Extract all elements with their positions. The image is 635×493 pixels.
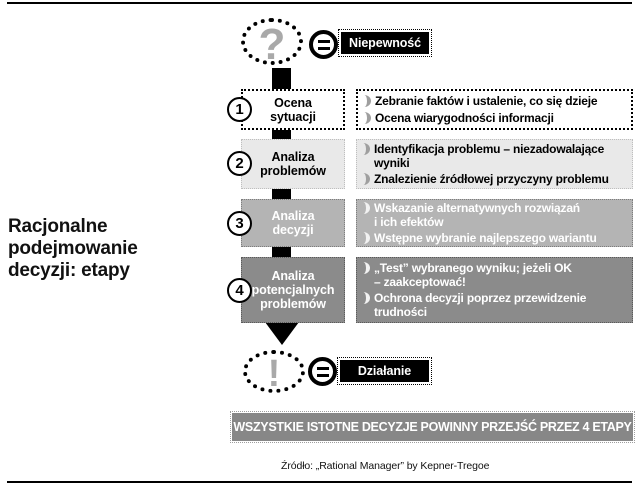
summary-banner: WSZYSTKIE ISTOTNE DECYZJE POWINNY PRZEJŚ… bbox=[230, 411, 635, 443]
bullet-text: Ochrona decyzji poprzez przewidzenie tru… bbox=[374, 291, 587, 320]
list-item: Identyfikacja problemu – niezadowalające… bbox=[362, 142, 627, 170]
bullet-marker-icon bbox=[362, 292, 370, 304]
stage-details-box-4: „Test” wybranego wyniku; jeżeli OK – zaa… bbox=[356, 257, 633, 323]
list-item: Wstępne wybranie najlepszego wariantu bbox=[362, 231, 627, 245]
question-mark-icon: ? bbox=[258, 19, 286, 69]
source-note: Źródło: „Rational Manager” by Kepner-Tre… bbox=[281, 460, 490, 472]
bullet-text: Ocena wiarygodności informacji bbox=[375, 110, 554, 125]
stage-title-2: Analiza problemów bbox=[260, 150, 326, 178]
bullet-marker-icon bbox=[363, 111, 371, 124]
stage-title-3: Analiza decyzji bbox=[271, 209, 315, 237]
bullet-marker-icon bbox=[362, 142, 370, 155]
stage-details-box-3: Wskazanie alternatywnych rozwiązań i ich… bbox=[356, 199, 633, 247]
uncertainty-label: Niepewność bbox=[338, 29, 432, 57]
stage-number-2: 2 bbox=[227, 151, 252, 176]
bullet-text: „Test” wybranego wyniku; jeżeli OK – zaa… bbox=[374, 260, 572, 289]
top-rule bbox=[7, 2, 632, 4]
stage-title-box-3: Analiza decyzji bbox=[241, 199, 345, 247]
list-item: Zebranie faktów i ustalenie, co się dzie… bbox=[363, 94, 626, 108]
bullet-marker-icon bbox=[362, 232, 370, 245]
stage-title-1: Ocena sytuacji bbox=[270, 95, 316, 124]
list-item: Ocena wiarygodności informacji bbox=[363, 111, 626, 125]
list-item: Ochrona decyzji poprzez przewidzenie tru… bbox=[362, 291, 627, 319]
bullet-text: Identyfikacja problemu – niezadowalające… bbox=[374, 141, 605, 170]
stage-details-box-1: Zebranie faktów i ustalenie, co się dzie… bbox=[356, 89, 633, 130]
action-label: Działanie bbox=[337, 357, 432, 385]
bullet-text: Zebranie faktów i ustalenie, co się dzie… bbox=[375, 94, 598, 109]
uncertainty-ellipse: ? bbox=[241, 18, 303, 69]
stage-number-1: 1 bbox=[227, 97, 252, 122]
list-item: Wskazanie alternatywnych rozwiązań i ich… bbox=[362, 201, 627, 229]
connector-square bbox=[272, 243, 291, 260]
bullet-text: Wskazanie alternatywnych rozwiązań i ich… bbox=[374, 200, 580, 229]
equals-bars-icon bbox=[316, 366, 329, 377]
stage-title-box-2: Analiza problemów bbox=[241, 139, 345, 189]
bullet-marker-icon bbox=[362, 173, 370, 186]
stage-details-box-2: Identyfikacja problemu – niezadowalające… bbox=[356, 139, 633, 189]
exclamation-mark-icon: ! bbox=[267, 352, 281, 395]
equals-icon bbox=[308, 357, 337, 386]
stage-number-4: 4 bbox=[227, 278, 252, 303]
bullet-text: Znalezienie źródłowej przyczyny problemu bbox=[374, 172, 609, 187]
list-item: „Test” wybranego wyniku; jeżeli OK – zaa… bbox=[362, 261, 627, 289]
stage-title-box-1: Ocena sytuacji bbox=[241, 89, 345, 130]
action-ellipse: ! bbox=[243, 350, 305, 393]
stage-number-3: 3 bbox=[227, 211, 252, 236]
stage-title-4: Analiza potencjalnych problemów bbox=[251, 269, 335, 311]
bullet-marker-icon bbox=[362, 261, 370, 274]
list-item: Znalezienie źródłowej przyczyny problemu bbox=[362, 172, 627, 186]
page-title: Racjonalne podejmowanie decyzji: etapy bbox=[8, 216, 138, 281]
connector-square bbox=[272, 68, 291, 92]
arrow-down-icon bbox=[265, 322, 299, 345]
stage-title-box-4: Analiza potencjalnych problemów bbox=[241, 257, 345, 323]
connector-square bbox=[272, 185, 291, 202]
bottom-rule bbox=[7, 481, 632, 483]
bullet-text: Wstępne wybranie najlepszego wariantu bbox=[374, 231, 597, 246]
bullet-marker-icon bbox=[363, 95, 371, 108]
equals-bars-icon bbox=[317, 39, 330, 50]
bullet-marker-icon bbox=[362, 201, 370, 214]
equals-icon bbox=[309, 30, 338, 59]
